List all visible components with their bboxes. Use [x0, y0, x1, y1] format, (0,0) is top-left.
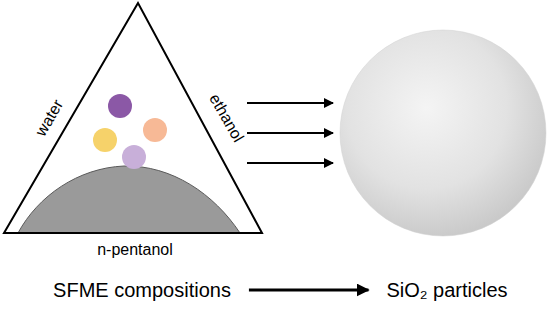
process-arrow: [249, 289, 369, 292]
process-arrow: [247, 132, 333, 134]
composition-dot: [93, 128, 117, 152]
caption-node: SiO₂ particles: [382, 276, 511, 304]
ternary-triangle: [4, 3, 262, 233]
two-phase-region: [18, 166, 240, 233]
silica-sphere: [340, 30, 546, 236]
composition-dot: [122, 145, 146, 169]
caption-text: SiO₂ particles: [386, 278, 507, 302]
caption-text: SFME compositions: [53, 278, 231, 302]
composition-dot: [108, 94, 132, 118]
axis-label: n-pentanol: [97, 241, 173, 259]
process-arrow: [247, 102, 333, 104]
caption-node: SFME compositions: [49, 276, 235, 304]
composition-dot: [143, 118, 167, 142]
process-arrow: [247, 162, 333, 164]
